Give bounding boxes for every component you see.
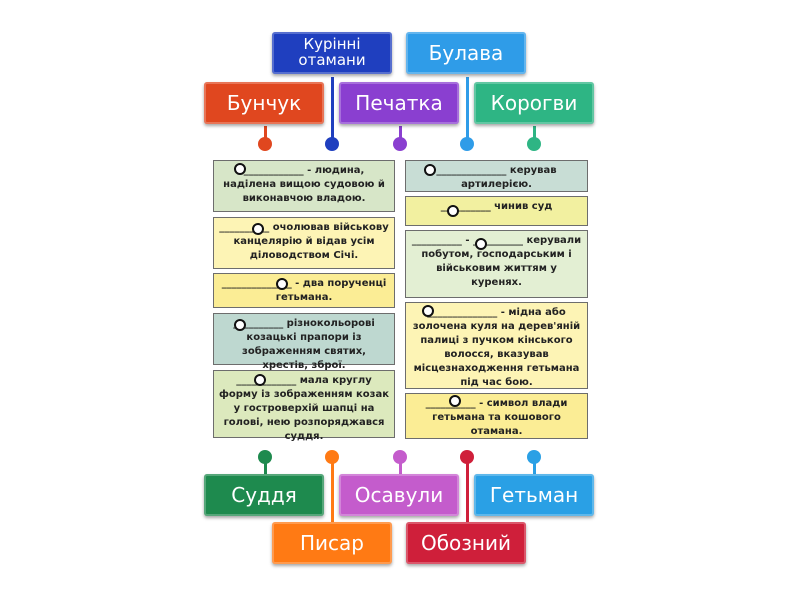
connector-dot: [325, 137, 339, 151]
label-tile-bunchuk[interactable]: Бунчук: [204, 82, 324, 124]
card-hetman-definition: ____________ - людина, наділена вищою су…: [213, 160, 395, 212]
connector-stem: [264, 457, 267, 475]
card-suddia-definition: __________ чинив суд: [405, 196, 588, 226]
label-tile-hetman[interactable]: Гетьман: [474, 474, 594, 516]
card-kurinni-otamany-definition: __________ - __________ керували побутом…: [405, 230, 588, 298]
card-text: __________ - символ влади гетьмана та ко…: [425, 398, 568, 437]
connector-stem: [533, 126, 536, 144]
drop-target[interactable]: [424, 164, 436, 176]
label-tile-pysar[interactable]: Писар: [272, 522, 392, 564]
card-text: ______________ - мідна або золочена куля…: [412, 307, 581, 388]
connector-stem: [533, 457, 536, 475]
card-text: ____________ мала круглу форму із зображ…: [218, 375, 390, 442]
label-text: Осавули: [354, 482, 444, 507]
drop-target[interactable]: [234, 163, 246, 175]
connector-stem: [264, 126, 267, 144]
card-korohvy-definition: __________ різнокольорові козацькі прапо…: [213, 313, 395, 371]
label-text: Обозний: [420, 530, 512, 555]
connector-dot: [393, 137, 407, 151]
label-text: Булава: [428, 40, 504, 65]
drop-target[interactable]: [449, 395, 461, 407]
drop-target[interactable]: [234, 319, 246, 331]
card-text: __________ очолював військову канцелярію…: [219, 222, 389, 261]
label-text: Писар: [300, 530, 364, 555]
label-text: Корогви: [490, 90, 578, 115]
drop-target[interactable]: [252, 223, 264, 235]
card-text: ____________ - людина, наділена вищою су…: [223, 165, 385, 204]
label-tile-bulava[interactable]: Булава: [406, 32, 526, 74]
connector-stem: [331, 77, 334, 144]
connector-stem: [466, 457, 469, 523]
label-tile-korohvy[interactable]: Корогви: [474, 82, 594, 124]
card-text: __________ чинив суд: [440, 201, 553, 212]
connector-stem: [331, 457, 334, 523]
card-text: ______________ - два порученці гетьмана.: [221, 278, 387, 303]
label-text: Печатка: [355, 90, 443, 115]
card-text: ______________ керував артилерією.: [436, 165, 557, 190]
connector-stem: [399, 126, 402, 144]
label-tile-suddia[interactable]: Суддя: [204, 474, 324, 516]
label-tile-osavuly[interactable]: Осавули: [339, 474, 459, 516]
connector-dot: [460, 137, 474, 151]
label-text: Бунчук: [226, 90, 302, 115]
drop-target[interactable]: [422, 305, 434, 317]
connector-stem: [399, 457, 402, 475]
connector-dot: [258, 137, 272, 151]
card-bulava-definition: __________ - символ влади гетьмана та ко…: [405, 393, 588, 439]
card-oboznyi-definition: ______________ керував артилерією.: [405, 160, 588, 192]
card-bunchuk-definition: ______________ - мідна або золочена куля…: [405, 302, 588, 389]
card-pechatka-definition: ____________ мала круглу форму із зображ…: [213, 370, 395, 442]
card-osavuly-definition: ______________ - два порученці гетьмана.: [213, 273, 395, 308]
label-text: Гетьман: [489, 482, 579, 507]
card-pysar-definition: __________ очолював військову канцелярію…: [213, 217, 395, 269]
label-tile-oboznyi[interactable]: Обозний: [406, 522, 526, 564]
card-text: __________ - __________ керували побутом…: [411, 235, 582, 288]
drop-target[interactable]: [276, 278, 288, 290]
drop-target[interactable]: [447, 205, 459, 217]
label-text: Курінні отамани: [298, 35, 366, 69]
label-tile-pechatka[interactable]: Печатка: [339, 82, 459, 124]
drop-target[interactable]: [254, 374, 266, 386]
label-text: Суддя: [231, 482, 297, 507]
label-tile-kurinni-otamany[interactable]: Курінні отамани: [272, 32, 392, 74]
connector-stem: [466, 77, 469, 144]
connector-dot: [527, 137, 541, 151]
card-text: __________ різнокольорові козацькі прапо…: [233, 318, 375, 371]
drop-target[interactable]: [475, 238, 487, 250]
